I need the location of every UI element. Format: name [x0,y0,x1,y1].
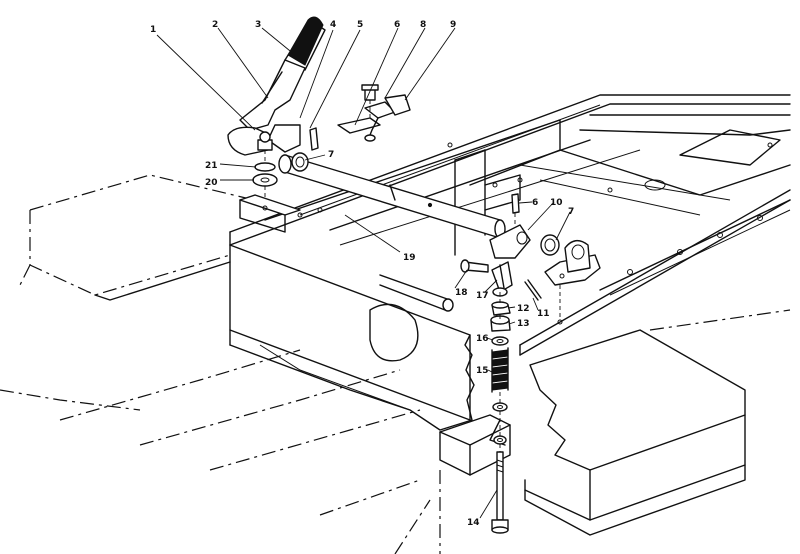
leader-lines [156,27,571,519]
callout-14: 14 [467,518,480,528]
roll-pin-right [511,193,520,214]
right-washer [540,234,560,256]
callout-13: 13 [517,319,530,329]
spring-washer-bottom [492,402,508,412]
roll-pin-upper [309,127,319,151]
callout-21: 21 [205,161,218,171]
callout-9: 9 [450,20,456,30]
bolt-washer [493,435,507,445]
bearing-block [544,240,601,286]
callout-3: 3 [255,20,261,30]
callout-11: 11 [537,309,550,319]
callout-4: 4 [330,20,336,30]
callout-1: 1 [150,25,156,35]
long-bolt [491,451,509,534]
callout-17: 17 [476,291,489,301]
callout-15: 15 [476,366,489,376]
callout-6-right: 6 [532,198,538,208]
switch-bracket [337,84,411,142]
front-lower-block [439,414,511,476]
left-mount-block [239,194,301,233]
callout-labels: 1 2 3 4 5 6 8 9 7 21 20 6 10 7 19 18 17 … [150,20,574,528]
right-floor-block [524,309,791,536]
callout-5: 5 [357,20,363,30]
callout-8: 8 [420,20,426,30]
cotter-pin [524,279,542,301]
callout-7-left: 7 [328,150,334,160]
clevis-pin [460,259,489,273]
left-floor-panel [0,174,441,554]
callout-7-right: 7 [568,207,574,217]
link-arm [489,224,531,259]
assembly-centerlines [264,100,561,452]
left-bushing [291,152,309,172]
lift-shaft [278,154,506,239]
jam-nut [491,301,511,316]
lock-nut [490,315,511,332]
compression-spring [491,347,509,393]
callout-2: 2 [212,20,218,30]
callout-18: 18 [455,288,468,298]
callout-16: 16 [476,334,489,344]
callout-10: 10 [550,198,563,208]
clevis [491,261,513,297]
callout-12: 12 [517,304,530,314]
callout-19: 19 [403,253,416,263]
spring-washer-top [491,336,509,346]
callout-20: 20 [205,178,218,188]
callout-6-upper: 6 [394,20,400,30]
tractor-frame [229,94,791,431]
lift-lever-handle [227,16,326,156]
